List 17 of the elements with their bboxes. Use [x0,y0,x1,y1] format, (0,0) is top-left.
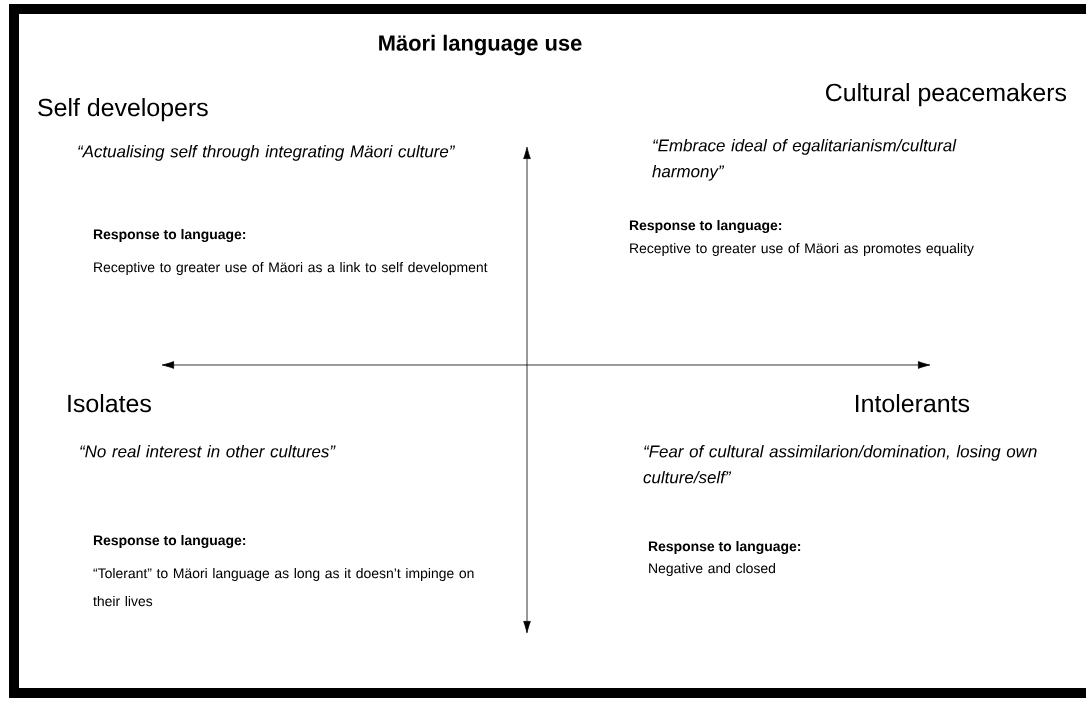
response-heading: Response to language: [648,541,801,555]
response-text: Receptive to greater use of Mäori as promotes equality [630,243,974,256]
quote-text: “Embrace ideal of egalitarianism/cultural harmony” [652,139,957,181]
response-text: Receptive to greater use of Mäori as a link to self development [94,262,488,275]
response-heading: Response to language: [93,535,246,549]
quadrant-heading: Cultural peacemakers [826,83,1067,107]
quote-text: “No real interest in other cultures” [80,445,336,458]
response-heading: Response to language: [629,220,782,234]
response-heading: Response to language: [93,229,246,243]
response-text: Negative and closed [649,563,775,576]
quadrant-heading: Self developers [38,98,208,122]
response-text: “Tolerant” to Mäori language as long as it doesn’t impinge on their lives [93,568,474,607]
quadrant-heading: Intolerants [856,394,970,413]
quadrant-heading: Isolates [68,394,151,413]
quote-text: “Actualising self through integrating Mäori culture” [78,145,456,161]
title: Mäori language use [379,34,582,56]
quote-text: “Fear of cultural assimilarion/domination, losing own culture/self” [643,445,1037,484]
